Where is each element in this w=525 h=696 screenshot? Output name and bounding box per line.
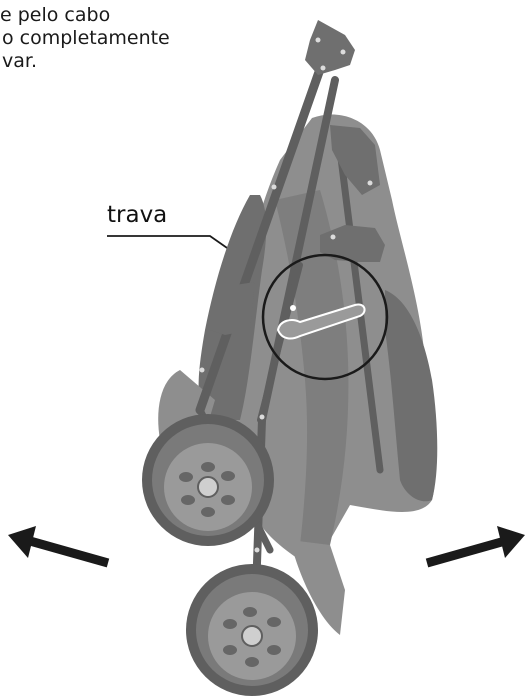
handle-grip <box>305 20 355 75</box>
arrow-left-icon <box>8 526 108 563</box>
lock-pin <box>290 305 296 311</box>
arrow-right-icon <box>427 526 525 563</box>
front-wheel <box>186 564 318 696</box>
rear-wheel <box>142 414 274 546</box>
